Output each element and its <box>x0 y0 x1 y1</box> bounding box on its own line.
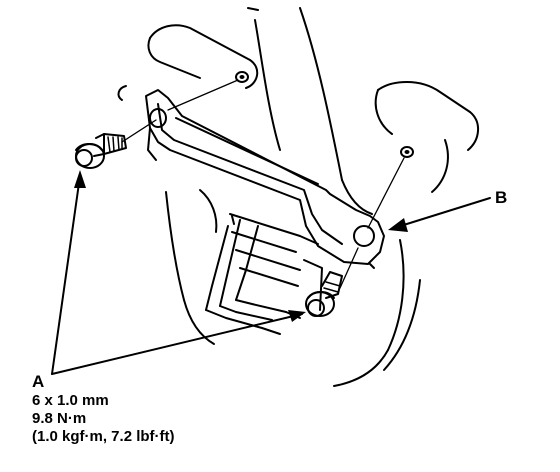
torque-nm-text: 9.8 N·m <box>32 410 87 427</box>
bolt-upper <box>75 133 127 169</box>
arrowhead-b <box>388 218 408 232</box>
alignment-lines <box>121 79 405 289</box>
leader-lines-a <box>51 175 303 375</box>
torque-imperial-text: (1.0 kgf·m, 7.2 lbf·ft) <box>32 428 175 445</box>
arrowhead-a-lower <box>288 310 306 322</box>
bracket-b <box>145 89 385 269</box>
callout-a-label: A <box>32 372 45 391</box>
bolt-size-text: 6 x 1.0 mm <box>32 392 109 409</box>
panel-holes <box>235 71 414 158</box>
body-panel <box>117 7 479 387</box>
control-module <box>205 213 323 335</box>
callout-b-label: B <box>495 188 508 207</box>
leader-line-b <box>393 197 491 229</box>
bolt-lower <box>305 271 343 317</box>
bolt-spec: 6 x 1.0 mm 9.8 N·m (1.0 kgf·m, 7.2 lbf·f… <box>32 392 175 446</box>
arrowhead-a-upper <box>74 170 86 188</box>
